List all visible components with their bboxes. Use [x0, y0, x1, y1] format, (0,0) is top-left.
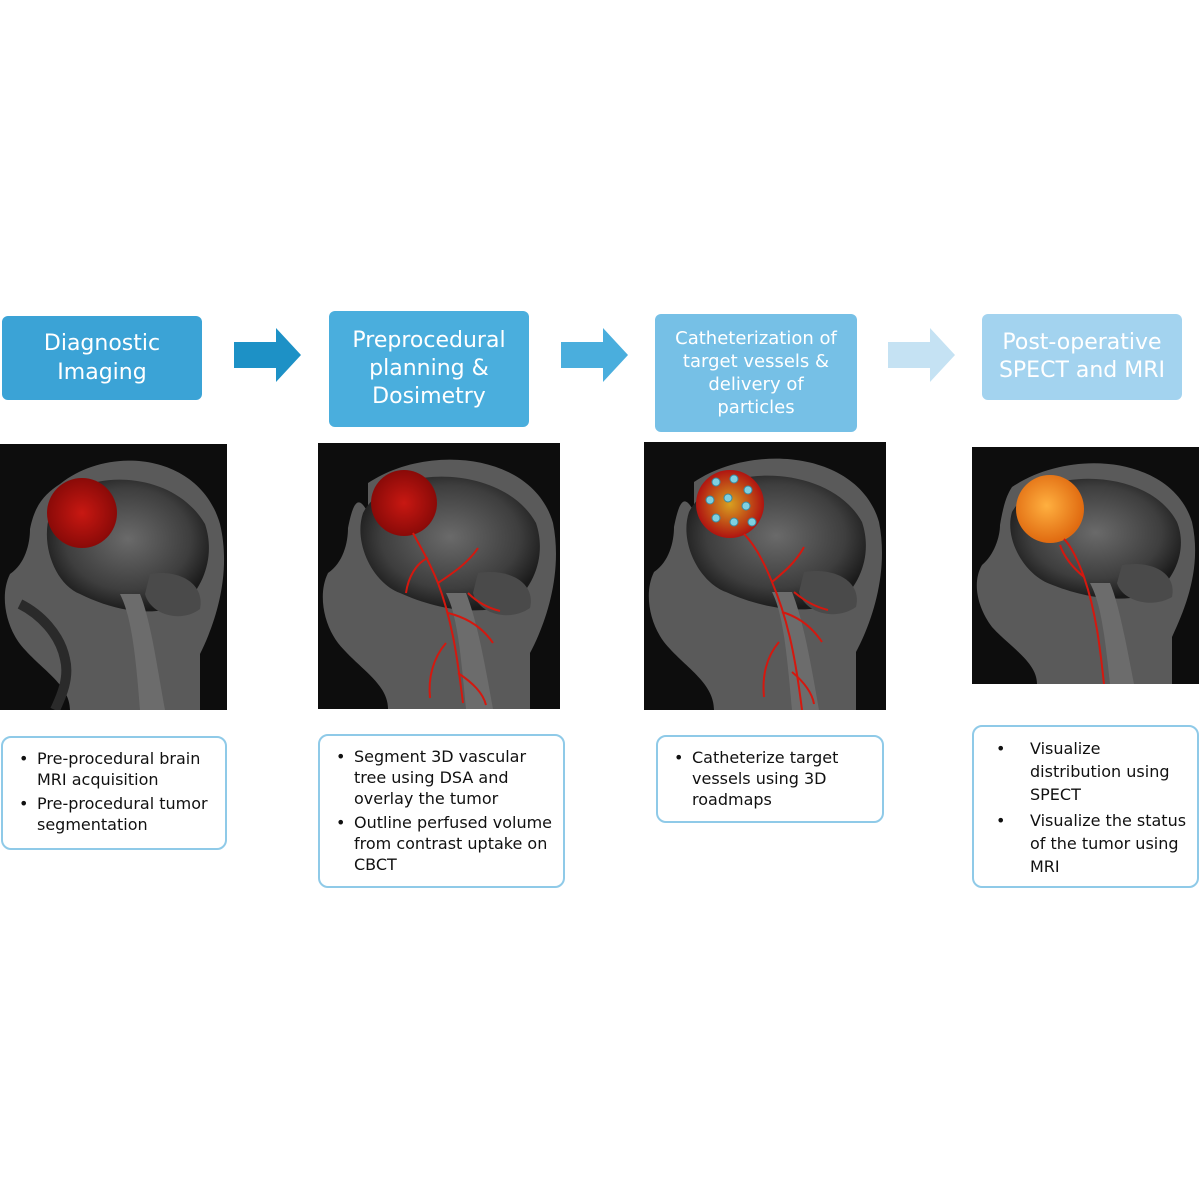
flow-arrow-1	[234, 328, 301, 382]
step-3-header: Catheterization of target vessels & deli…	[655, 314, 857, 432]
mri-panel-spect	[972, 447, 1199, 684]
list-item: Visualize the status of the tumor using …	[986, 809, 1187, 878]
list-item: Segment 3D vascular tree using DSA and o…	[332, 746, 553, 809]
face-airway	[17, 599, 72, 710]
brainstem	[1090, 583, 1134, 684]
particle-dots	[705, 474, 757, 527]
step-2-bullets: Segment 3D vascular tree using DSA and o…	[318, 734, 565, 888]
vascular-tree	[405, 532, 501, 706]
cerebellum	[1117, 563, 1173, 603]
step-4-title: Post-operative SPECT and MRI	[998, 330, 1166, 383]
step-4-bullets: Visualize distribution using SPECT Visua…	[972, 725, 1199, 888]
vascular-tree	[1059, 538, 1105, 684]
step-3-title: Catheterization of target vessels & deli…	[675, 328, 837, 418]
list-item: Pre-procedural tumor segmentation	[15, 793, 215, 835]
brainstem	[446, 593, 493, 709]
step-2-header: Preprocedural planning & Dosimetry	[329, 311, 529, 427]
mri-panel-tumor	[0, 444, 227, 710]
list-item: Catheterize target vessels using 3D road…	[670, 747, 872, 810]
brainstem	[772, 592, 819, 710]
step-1-header: Diagnostic Imaging	[2, 316, 202, 400]
cerebellum	[145, 573, 201, 617]
tumor-red	[47, 478, 117, 548]
list-item: Outline perfused volume from contrast up…	[332, 812, 553, 875]
mri-panel-vessels	[318, 443, 560, 709]
step-3-bullets: Catheterize target vessels using 3D road…	[656, 735, 884, 823]
flow-arrow-3	[888, 328, 955, 382]
brainstem	[120, 594, 165, 710]
step-2-title: Preprocedural planning & Dosimetry	[352, 328, 506, 409]
cerebellum	[473, 572, 531, 616]
cerebellum	[799, 571, 857, 615]
step-1-bullets: Pre-procedural brain MRI acquisition Pre…	[1, 736, 227, 850]
tumor-red	[371, 470, 437, 536]
flow-arrow-2	[561, 328, 628, 382]
list-item: Pre-procedural brain MRI acquisition	[15, 748, 215, 790]
vascular-tree	[743, 533, 829, 710]
mri-panel-particles	[644, 442, 886, 710]
tumor-orange	[1016, 475, 1084, 543]
list-item: Visualize distribution using SPECT	[986, 737, 1187, 806]
step-4-header: Post-operative SPECT and MRI	[982, 314, 1182, 400]
step-1-title: Diagnostic Imaging	[43, 331, 161, 385]
